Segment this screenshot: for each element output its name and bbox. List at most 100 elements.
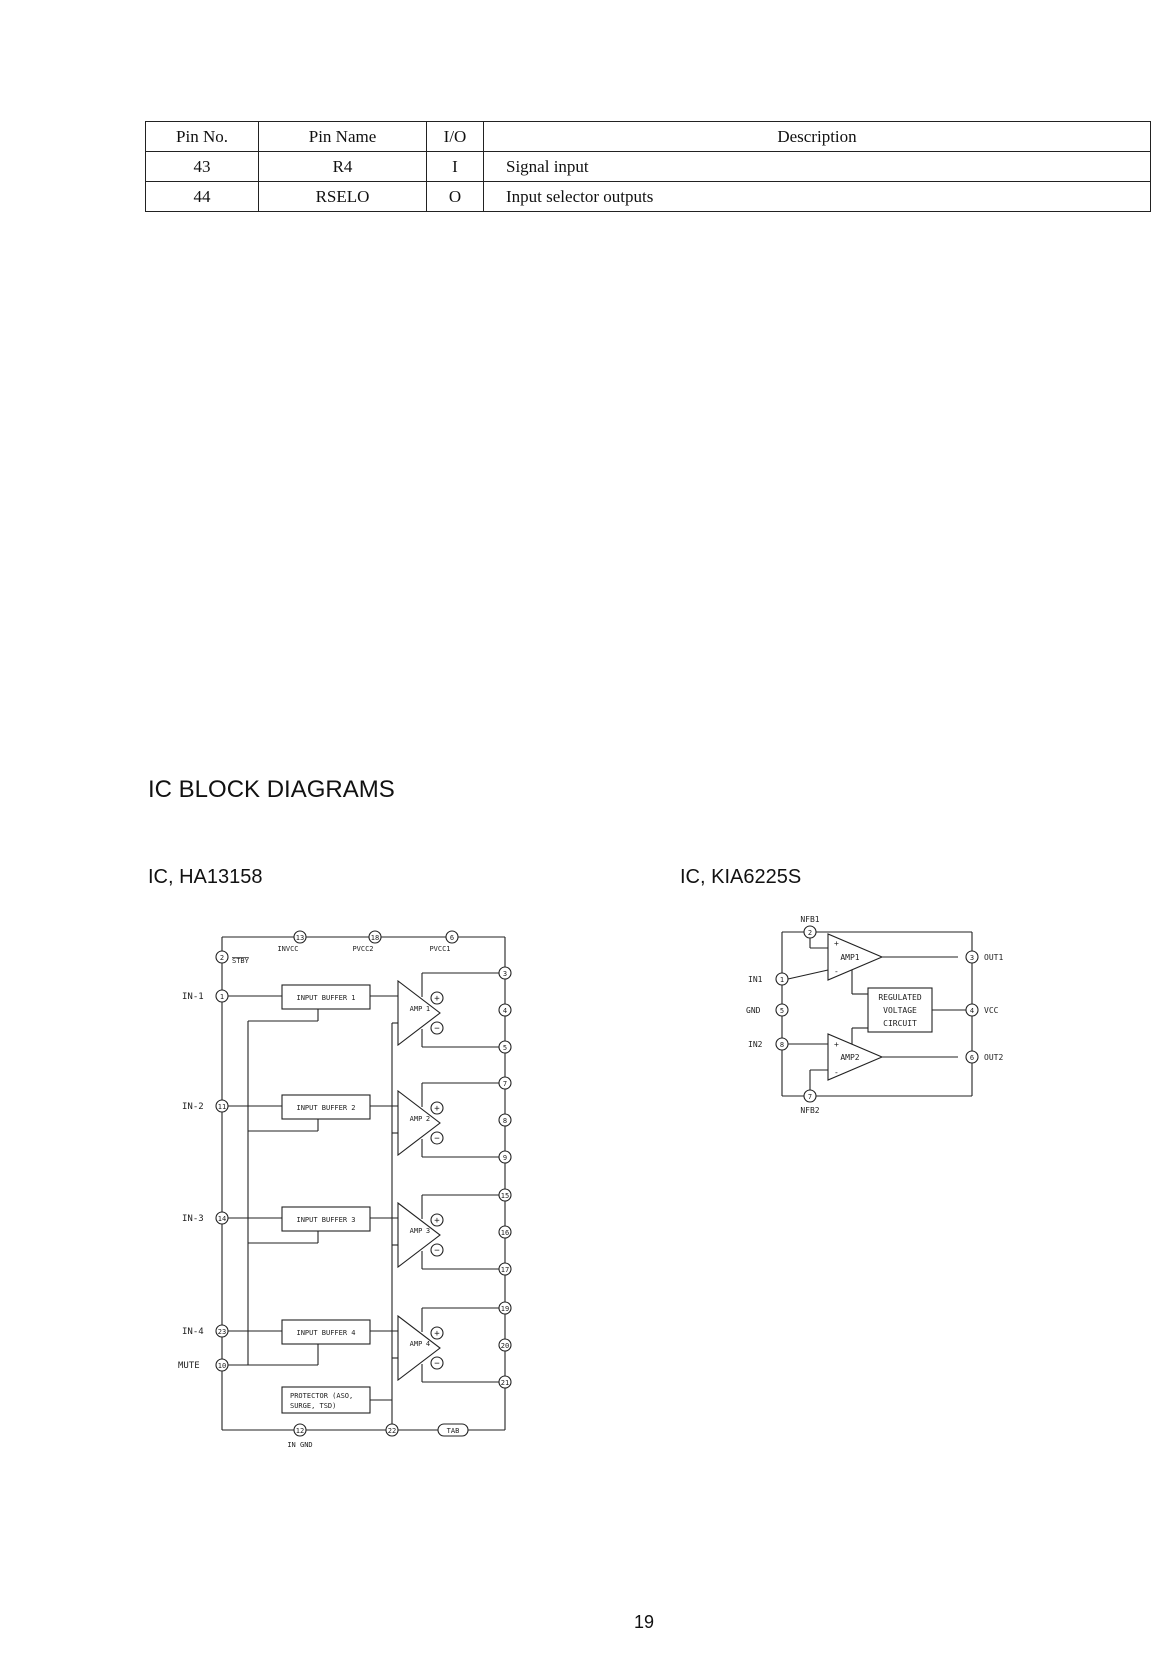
svg-text:NFB1: NFB1	[800, 915, 819, 924]
svg-text:7: 7	[808, 1093, 812, 1101]
svg-text:MUTE: MUTE	[178, 1361, 200, 1371]
svg-text:-: -	[834, 967, 839, 976]
supply-pin-pvcc2: 18 PVCC2	[352, 930, 382, 953]
svg-text:15: 15	[501, 1192, 509, 1200]
svg-text:OUT2: OUT2	[984, 1053, 1003, 1062]
svg-text:8: 8	[780, 1041, 784, 1049]
page-number: 19	[634, 1612, 655, 1632]
mute-pin: 10 MUTE	[178, 1358, 318, 1372]
svg-text:−: −	[434, 1134, 440, 1144]
svg-text:INPUT BUFFER 4: INPUT BUFFER 4	[296, 1329, 355, 1337]
svg-text:4: 4	[503, 1007, 507, 1015]
header-io: I/O	[426, 121, 484, 152]
svg-text:17: 17	[501, 1266, 509, 1274]
svg-text:8: 8	[503, 1117, 507, 1125]
svg-text:REGULATED: REGULATED	[878, 993, 922, 1002]
svg-text:IN-4: IN-4	[182, 1327, 204, 1337]
svg-text:14: 14	[218, 1215, 226, 1223]
svg-text:IN GND: IN GND	[287, 1441, 312, 1449]
svg-text:VCC: VCC	[984, 1006, 999, 1015]
svg-text:13: 13	[296, 934, 304, 942]
svg-text:5: 5	[503, 1044, 507, 1052]
pin-nfb1: NFB1 2	[800, 915, 828, 949]
svg-text:23: 23	[218, 1328, 226, 1336]
svg-text:VOLTAGE: VOLTAGE	[883, 1006, 917, 1015]
standby-pin: 2 STBY	[215, 950, 250, 965]
channel-4: 23 IN-4 INPUT BUFFER 4 AMP 4 + − 19 20 2…	[182, 1301, 512, 1389]
svg-text:INVCC: INVCC	[277, 945, 298, 953]
cell-io: I	[426, 151, 484, 182]
pin-description-table: Pin No. Pin Name I/O Description 43 R4 I…	[145, 121, 1151, 212]
diagram-title-ha13158: IC, HA13158	[148, 866, 263, 888]
svg-text:SURGE, TSD): SURGE, TSD)	[290, 1402, 336, 1410]
pin-in2: IN2 8	[748, 1037, 828, 1051]
supply-pin-pvcc1: 6 PVCC1	[429, 930, 459, 953]
svg-text:1: 1	[426, 1005, 430, 1013]
svg-text:+: +	[434, 1329, 440, 1339]
channel-2: 11 IN-2 INPUT BUFFER 2 AMP 2 + − 7 8	[182, 1076, 512, 1164]
cell-pin-no: 43	[145, 151, 259, 182]
svg-text:CIRCUIT: CIRCUIT	[883, 1019, 917, 1028]
svg-text:INPUT BUFFER 3: INPUT BUFFER 3	[296, 1216, 355, 1224]
svg-text:9: 9	[503, 1154, 507, 1162]
pin-out1: 3 OUT1	[965, 950, 1003, 964]
svg-text:IN1: IN1	[748, 975, 763, 984]
gnd-pin-power: 22	[385, 1423, 399, 1437]
svg-text:7: 7	[503, 1080, 507, 1088]
svg-text:NFB2: NFB2	[800, 1106, 819, 1115]
amp1: + - AMP1	[827, 933, 958, 981]
svg-text:−: −	[434, 1246, 440, 1256]
cell-pin-name: R4	[258, 151, 427, 182]
pin-gnd: GND 5	[746, 1003, 789, 1017]
svg-text:+: +	[434, 1104, 440, 1114]
svg-text:1: 1	[780, 976, 784, 984]
table-row: 43 R4 I Signal input	[145, 151, 1151, 182]
svg-text:10: 10	[218, 1362, 226, 1370]
svg-text:IN2: IN2	[748, 1040, 763, 1049]
protector-block: PROTECTOR (ASO, SURGE, TSD)	[281, 1386, 392, 1414]
svg-text:4: 4	[970, 1007, 974, 1015]
svg-text:INPUT BUFFER 1: INPUT BUFFER 1	[296, 994, 355, 1002]
cell-description: Input selector outputs	[483, 181, 1151, 212]
block-diagram-ha13158: 13 INVCC 18 PVCC2 6 PVCC1 2 STBY 1 IN-1	[178, 930, 512, 1449]
pin-out2: 6 OUT2	[965, 1050, 1003, 1064]
svg-text:PVCC2: PVCC2	[352, 945, 373, 953]
svg-text:IN-2: IN-2	[182, 1102, 204, 1112]
tab-terminal: TAB	[437, 1423, 469, 1437]
header-pin-name: Pin Name	[258, 121, 427, 152]
svg-text:12: 12	[296, 1427, 304, 1435]
svg-text:AMP: AMP	[410, 1005, 423, 1013]
svg-text:STBY: STBY	[232, 957, 250, 965]
svg-text:5: 5	[780, 1007, 784, 1015]
svg-text:AMP1: AMP1	[840, 953, 859, 962]
svg-text:INPUT BUFFER 2: INPUT BUFFER 2	[296, 1104, 355, 1112]
svg-text:-: -	[834, 1068, 839, 1077]
svg-text:1: 1	[220, 993, 224, 1001]
svg-text:PVCC1: PVCC1	[429, 945, 450, 953]
svg-text:OUT1: OUT1	[984, 953, 1003, 962]
supply-pin-invcc: 13 INVCC	[277, 930, 307, 953]
cell-pin-no: 44	[145, 181, 259, 212]
regulated-voltage-circuit: REGULATED VOLTAGE CIRCUIT	[851, 970, 966, 1056]
svg-text:+: +	[434, 994, 440, 1004]
svg-text:4: 4	[426, 1340, 430, 1348]
svg-text:2: 2	[426, 1115, 430, 1123]
svg-text:−: −	[434, 1359, 440, 1369]
section-heading: IC BLOCK DIAGRAMS	[148, 776, 395, 803]
svg-text:22: 22	[388, 1427, 396, 1435]
svg-text:20: 20	[501, 1342, 509, 1350]
svg-text:GND: GND	[746, 1006, 761, 1015]
cell-description: Signal input	[483, 151, 1151, 182]
svg-text:6: 6	[970, 1054, 974, 1062]
svg-text:+: +	[434, 1216, 440, 1226]
pin-vcc: 4 VCC	[965, 1003, 999, 1017]
channel-1: 1 IN-1 INPUT BUFFER 1 AMP 1 + − 3 4	[182, 966, 512, 1054]
channel-3: 14 IN-3 INPUT BUFFER 3 AMP 3 + − 15 16	[182, 1188, 512, 1276]
svg-text:11: 11	[218, 1103, 226, 1111]
svg-text:3: 3	[503, 970, 507, 978]
svg-text:AMP: AMP	[410, 1340, 423, 1348]
table-row: 44 RSELO O Input selector outputs	[145, 181, 1151, 212]
svg-text:19: 19	[501, 1305, 509, 1313]
svg-text:IN-3: IN-3	[182, 1214, 204, 1224]
